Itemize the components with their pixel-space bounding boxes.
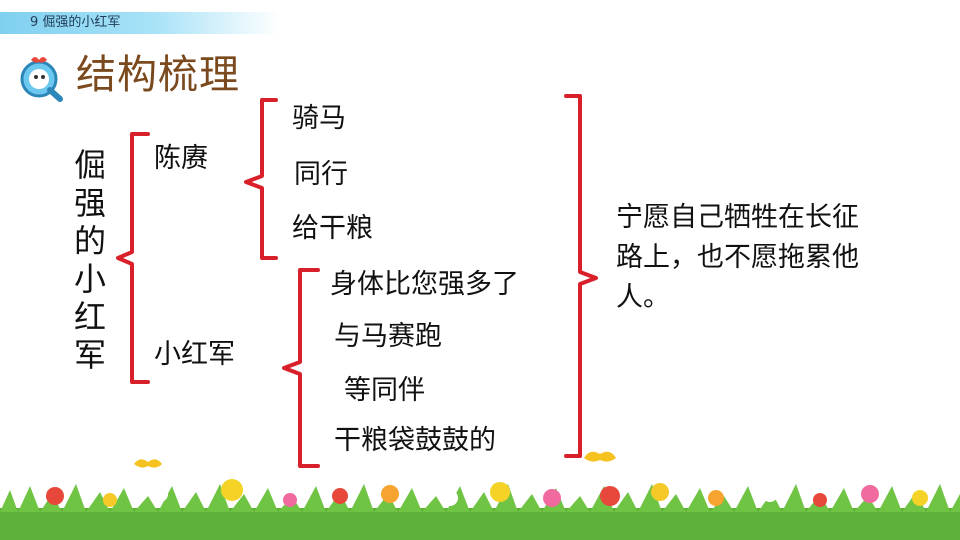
red-bracket: [282, 268, 320, 468]
root-char: 倔: [73, 146, 106, 184]
lesson-label: 9 倔强的小红军: [30, 15, 121, 30]
root-char: 红: [73, 298, 106, 336]
root-char: 军: [73, 336, 106, 374]
root-char: 小: [73, 260, 106, 298]
branch-label-chen: 陈赓: [154, 143, 208, 174]
branch-label-red: 小红军: [154, 339, 235, 370]
header-bar: [0, 12, 280, 34]
chen-bracket: [244, 98, 278, 260]
conclusion-text: 宁愿自己牺牲在长征路上，也不愿拖累他人。: [616, 202, 859, 313]
red-item: 干粮袋鼓鼓的: [334, 425, 496, 456]
conclusion-bracket: [564, 94, 598, 458]
red-item: 身体比您强多了: [330, 269, 519, 300]
magnifier-q-icon: [20, 57, 63, 102]
red-item: 等同伴: [344, 375, 425, 406]
root-title: 倔 强 的 小 红 军: [70, 146, 110, 374]
root-bracket: [116, 132, 150, 384]
root-char: 的: [73, 222, 106, 260]
red-item: 与马赛跑: [334, 321, 442, 352]
chen-item: 同行: [294, 159, 348, 190]
root-char: 强: [73, 184, 106, 222]
section-title: 结构梳理: [76, 52, 240, 98]
chen-item: 给干粮: [292, 213, 373, 244]
chen-item: 骑马: [292, 103, 346, 134]
flower-meadow-decoration: [0, 451, 960, 540]
